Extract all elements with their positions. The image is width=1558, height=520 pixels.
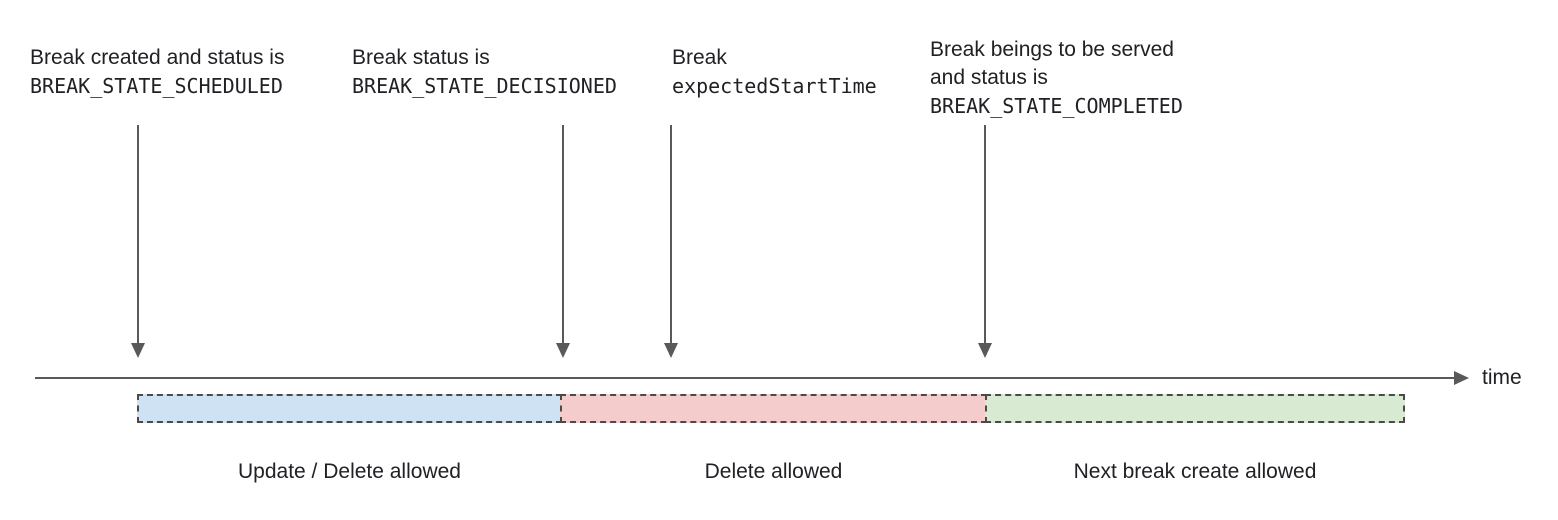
arrow-head-icon bbox=[978, 343, 992, 358]
timeline-arrow-head-icon bbox=[1454, 371, 1469, 385]
arrow-head-icon bbox=[664, 343, 678, 358]
segment-label-update-delete-allowed: Update / Delete allowed bbox=[238, 460, 461, 483]
arrow-shaft bbox=[670, 125, 672, 343]
arrow-shaft bbox=[137, 125, 139, 343]
arrow-shaft bbox=[562, 125, 564, 343]
arrow-head-icon bbox=[131, 343, 145, 358]
annotation-expected-start-time: Break expectedStartTime bbox=[672, 44, 877, 100]
annotation-completed-text-line1: Break beings to be served bbox=[930, 38, 1174, 61]
timeline-axis bbox=[35, 377, 1456, 379]
down-arrow-icon bbox=[556, 125, 570, 358]
annotation-decisioned-code: BREAK_STATE_DECISIONED bbox=[352, 74, 617, 98]
annotation-expected-start-time-text: Break bbox=[672, 46, 727, 69]
segment-label-delete-allowed: Delete allowed bbox=[704, 460, 843, 483]
segment-label-next-break-create-allowed: Next break create allowed bbox=[1073, 460, 1317, 483]
annotation-scheduled: Break created and status is BREAK_STATE_… bbox=[30, 44, 284, 100]
annotation-completed-text-line2: and status is bbox=[930, 66, 1048, 89]
annotation-scheduled-code: BREAK_STATE_SCHEDULED bbox=[30, 74, 283, 98]
annotation-completed-code: BREAK_STATE_COMPLETED bbox=[930, 94, 1183, 118]
annotation-scheduled-text: Break created and status is bbox=[30, 46, 285, 69]
down-arrow-icon bbox=[664, 125, 678, 358]
down-arrow-icon bbox=[978, 125, 992, 358]
segment-update-delete-allowed bbox=[137, 394, 562, 423]
annotation-completed: Break beings to be served and status is … bbox=[930, 36, 1183, 120]
annotation-expected-start-time-code: expectedStartTime bbox=[672, 74, 877, 98]
arrow-shaft bbox=[984, 125, 986, 343]
arrow-head-icon bbox=[556, 343, 570, 358]
segment-next-break-create-allowed bbox=[985, 394, 1405, 423]
down-arrow-icon bbox=[131, 125, 145, 358]
segment-delete-allowed bbox=[560, 394, 987, 423]
annotation-decisioned: Break status is BREAK_STATE_DECISIONED bbox=[352, 44, 617, 100]
timeline-axis-label: time bbox=[1482, 366, 1522, 389]
annotation-decisioned-text: Break status is bbox=[352, 46, 490, 69]
